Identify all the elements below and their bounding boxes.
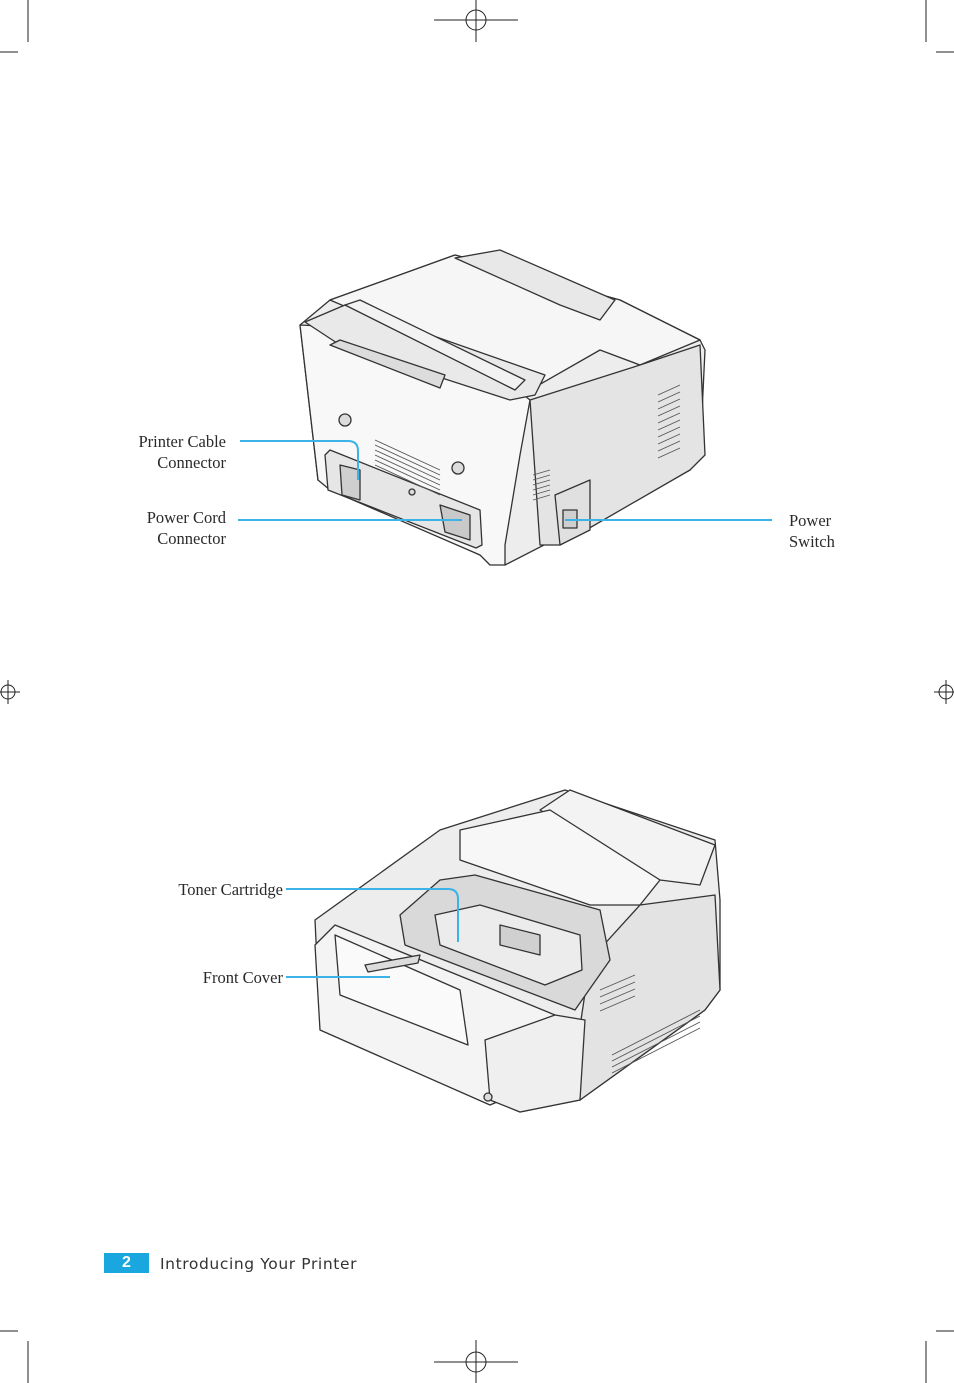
power-cord-connector-label: Power Cord Connector — [146, 508, 226, 548]
page-number-badge: 2 — [104, 1253, 149, 1273]
front-cover-label: Front Cover — [202, 968, 283, 987]
power-switch-label: Power Switch — [789, 511, 835, 551]
section-title: Introducing Your Printer — [160, 1255, 358, 1273]
printer-cable-connector-label: Printer Cable Connector — [138, 432, 226, 472]
toner-cartridge-label: Toner Cartridge — [178, 880, 283, 899]
